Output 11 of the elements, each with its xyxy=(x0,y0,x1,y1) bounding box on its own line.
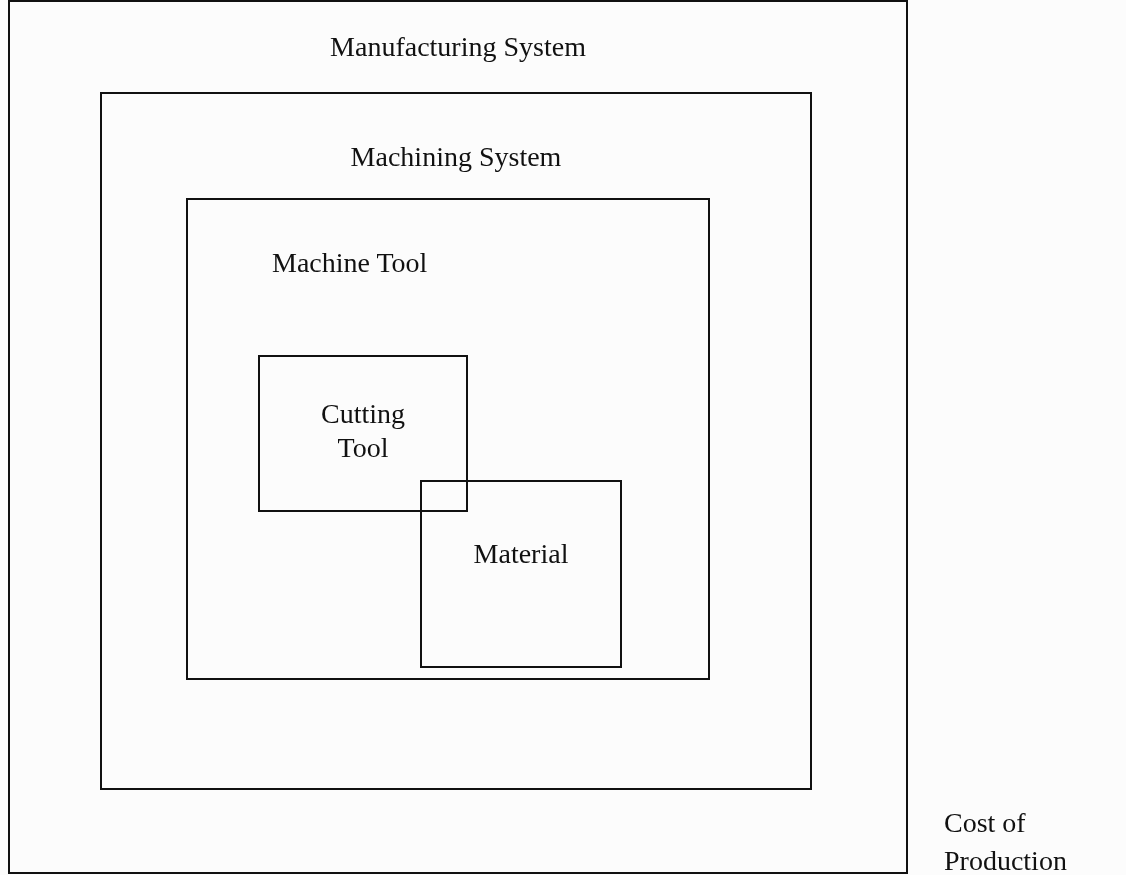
box-label: Machine Tool xyxy=(272,246,428,280)
nested-box xyxy=(100,92,812,790)
box-label: Material xyxy=(473,537,569,571)
nested-box xyxy=(8,0,908,874)
nested-box xyxy=(258,355,468,512)
nested-box xyxy=(186,198,710,680)
box-caption: Cost of Production xyxy=(944,806,1068,875)
nested-box xyxy=(420,480,622,668)
box-label: Machining System xyxy=(350,140,562,174)
box-label: Cutting Tool xyxy=(320,397,406,465)
box-label: Manufacturing System xyxy=(330,30,586,64)
